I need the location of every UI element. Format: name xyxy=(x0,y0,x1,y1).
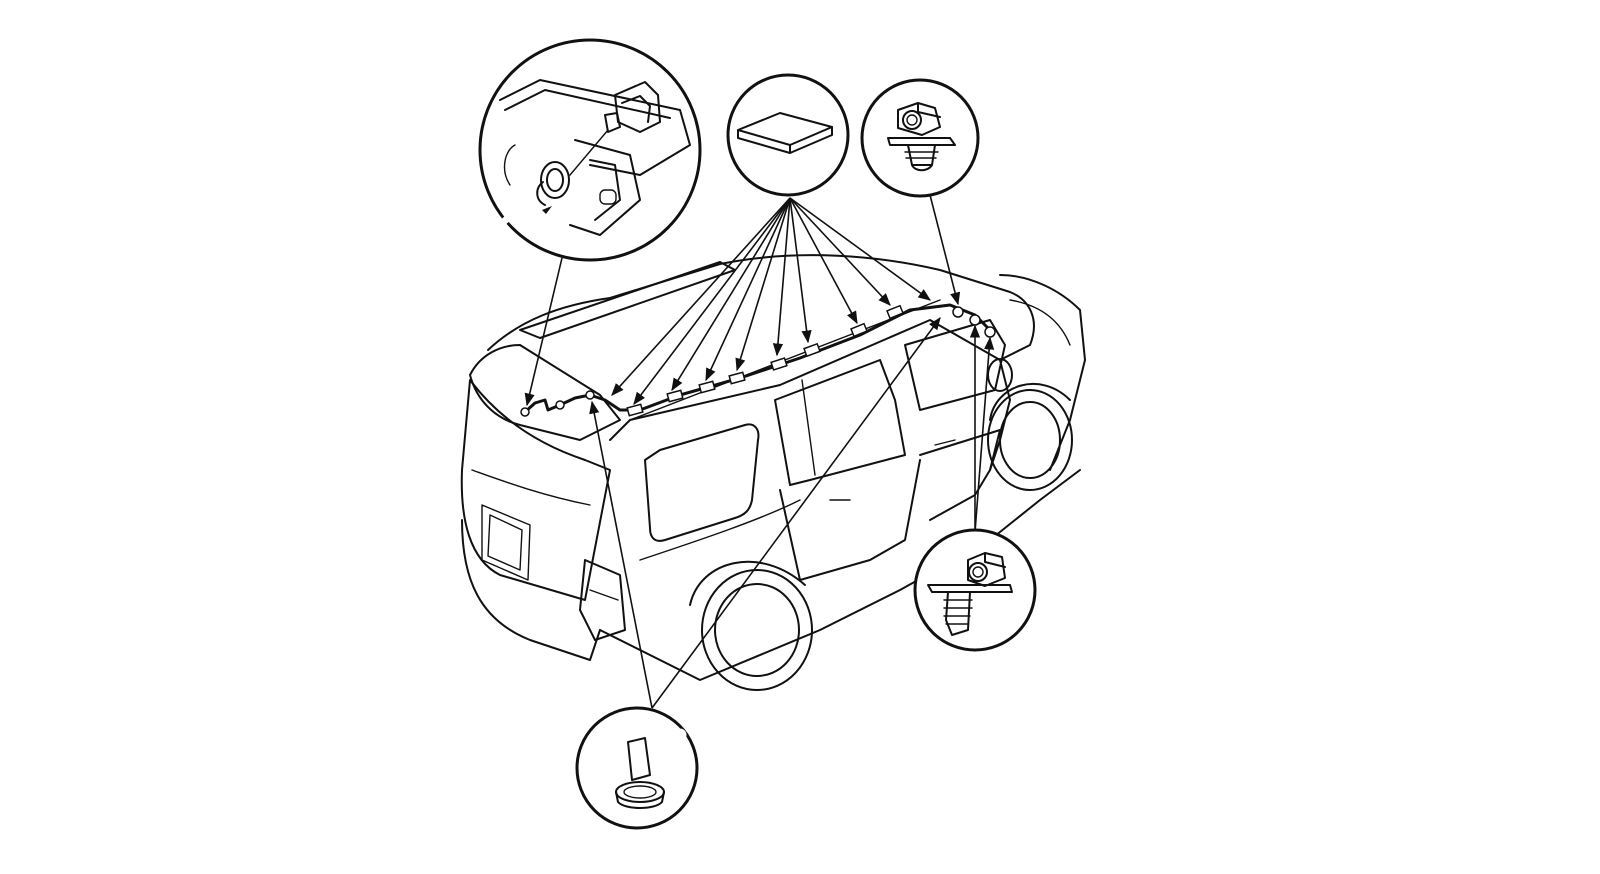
adhesive-pad-marker xyxy=(626,403,644,417)
adhesive-pad-marker xyxy=(886,304,904,320)
clip-marker xyxy=(969,314,981,326)
adhesive-pad-marker xyxy=(850,322,868,338)
clip-marker xyxy=(952,306,964,318)
adhesive-pad-marker xyxy=(666,389,684,403)
clamp-marker xyxy=(555,400,565,410)
front-wheel xyxy=(987,383,1073,491)
adhesive-pad-marker xyxy=(728,371,746,385)
rear-spoiler xyxy=(469,344,621,441)
rear-wheel xyxy=(689,560,813,691)
rear-door-window xyxy=(774,359,906,486)
leader-lines xyxy=(524,194,995,709)
clip-detail-icon xyxy=(860,78,980,198)
connector-detail-icon xyxy=(478,38,702,262)
adhesive-pad-marker xyxy=(770,357,788,371)
clip-marker xyxy=(984,326,996,338)
license-plate-area xyxy=(481,504,531,581)
antenna-harness xyxy=(520,303,996,417)
adhesive-pad-marker xyxy=(698,380,716,394)
clamp-detail-icon xyxy=(575,706,699,830)
clamp-marker xyxy=(585,390,595,400)
clip-detail-icon xyxy=(913,528,1037,652)
harness-connector-point xyxy=(520,407,530,417)
vehicle-body xyxy=(460,254,1086,691)
side-mirror xyxy=(987,358,1013,392)
rear-quarter-window xyxy=(644,423,760,542)
adhesive-pad-icon xyxy=(726,73,850,197)
adhesive-pad-marker xyxy=(803,342,821,358)
rear-hatch xyxy=(460,379,611,601)
